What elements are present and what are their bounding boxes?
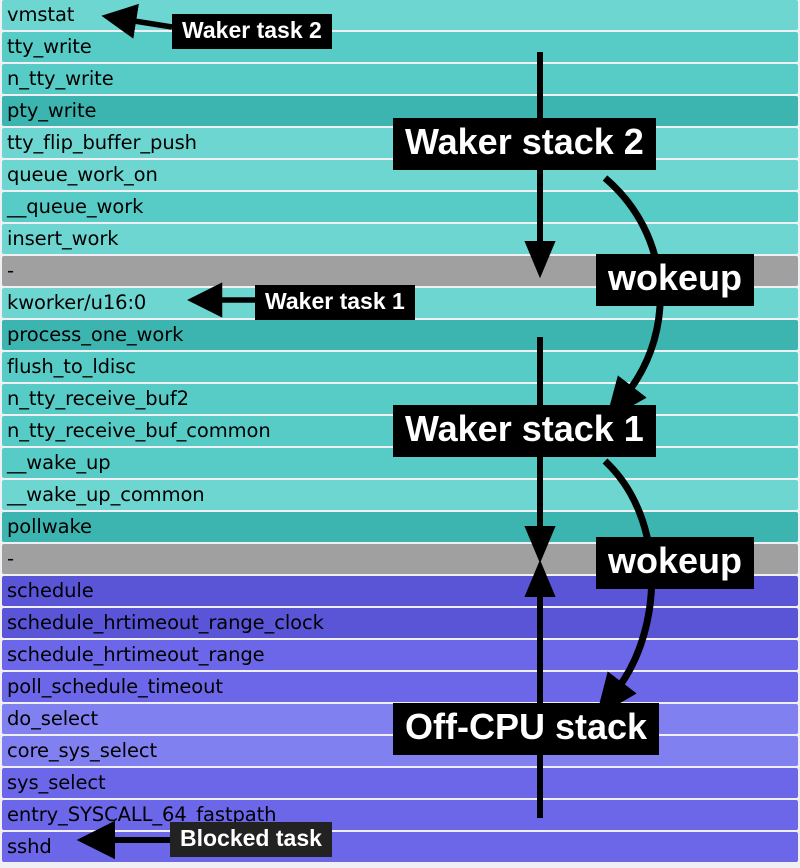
- flame-frame-label: core_sys_select: [7, 739, 158, 763]
- annotation-blocked-task: Blocked task: [170, 822, 332, 857]
- flame-frame-label: sshd: [7, 835, 52, 859]
- flame-frame-label: pty_write: [7, 99, 97, 123]
- flame-frame-label: sys_select: [7, 771, 106, 795]
- flame-frame[interactable]: poll_schedule_timeout: [2, 672, 798, 702]
- annotation-waker-stack-1: Waker stack 1: [393, 405, 656, 457]
- flame-frame[interactable]: sys_select: [2, 768, 798, 798]
- flame-frame-label: schedule: [7, 579, 94, 603]
- flame-frame[interactable]: entry_SYSCALL_64_fastpath: [2, 800, 798, 830]
- flame-frame[interactable]: tty_write: [2, 32, 798, 62]
- flame-frame-label: entry_SYSCALL_64_fastpath: [7, 803, 277, 827]
- flame-frame[interactable]: __queue_work: [2, 192, 798, 222]
- flame-frame-label: n_tty_receive_buf2: [7, 387, 189, 411]
- flame-frame-label: schedule_hrtimeout_range: [7, 643, 265, 667]
- flame-frame-label: -: [7, 547, 14, 571]
- flame-frame[interactable]: insert_work: [2, 224, 798, 254]
- flame-frame-label: queue_work_on: [7, 163, 158, 187]
- flame-frame-label: __wake_up_common: [7, 483, 205, 507]
- flame-frame-label: __wake_up: [7, 451, 111, 475]
- flame-frame[interactable]: schedule_hrtimeout_range: [2, 640, 798, 670]
- flame-frame-label: do_select: [7, 707, 99, 731]
- annotation-waker-task-1: Waker task 1: [255, 285, 415, 320]
- flame-frame[interactable]: schedule_hrtimeout_range_clock: [2, 608, 798, 638]
- flame-frame[interactable]: n_tty_write: [2, 64, 798, 94]
- flame-frame-label: flush_to_ldisc: [7, 355, 136, 379]
- flame-frame-label: poll_schedule_timeout: [7, 675, 223, 699]
- annotation-waker-task-2: Waker task 2: [172, 14, 332, 49]
- flame-frame-label: vmstat: [7, 3, 75, 27]
- flame-frame[interactable]: vmstat: [2, 0, 798, 30]
- flame-frame[interactable]: sshd: [2, 832, 798, 862]
- annotation-waker-stack-2: Waker stack 2: [393, 118, 656, 170]
- flame-frame-label: process_one_work: [7, 323, 184, 347]
- flame-frame-label: -: [7, 259, 14, 283]
- flame-frame-label: pollwake: [7, 515, 92, 539]
- flame-frame-label: tty_write: [7, 35, 92, 59]
- flame-frame-label: insert_work: [7, 227, 119, 251]
- annotation-wokeup-bottom: wokeup: [596, 537, 755, 589]
- flame-frame[interactable]: __wake_up_common: [2, 480, 798, 510]
- flame-frame[interactable]: process_one_work: [2, 320, 798, 350]
- flame-frame-label: schedule_hrtimeout_range_clock: [7, 611, 324, 635]
- annotation-wokeup-top: wokeup: [596, 254, 755, 306]
- flame-frame[interactable]: flush_to_ldisc: [2, 352, 798, 382]
- flame-frame-label: kworker/u16:0: [7, 291, 147, 315]
- flame-frame-label: n_tty_receive_buf_common: [7, 419, 271, 443]
- flame-frame-label: __queue_work: [7, 195, 144, 219]
- annotation-off-cpu-stack: Off-CPU stack: [393, 703, 660, 755]
- flame-frame-label: tty_flip_buffer_push: [7, 131, 197, 155]
- flame-frame-label: n_tty_write: [7, 67, 114, 91]
